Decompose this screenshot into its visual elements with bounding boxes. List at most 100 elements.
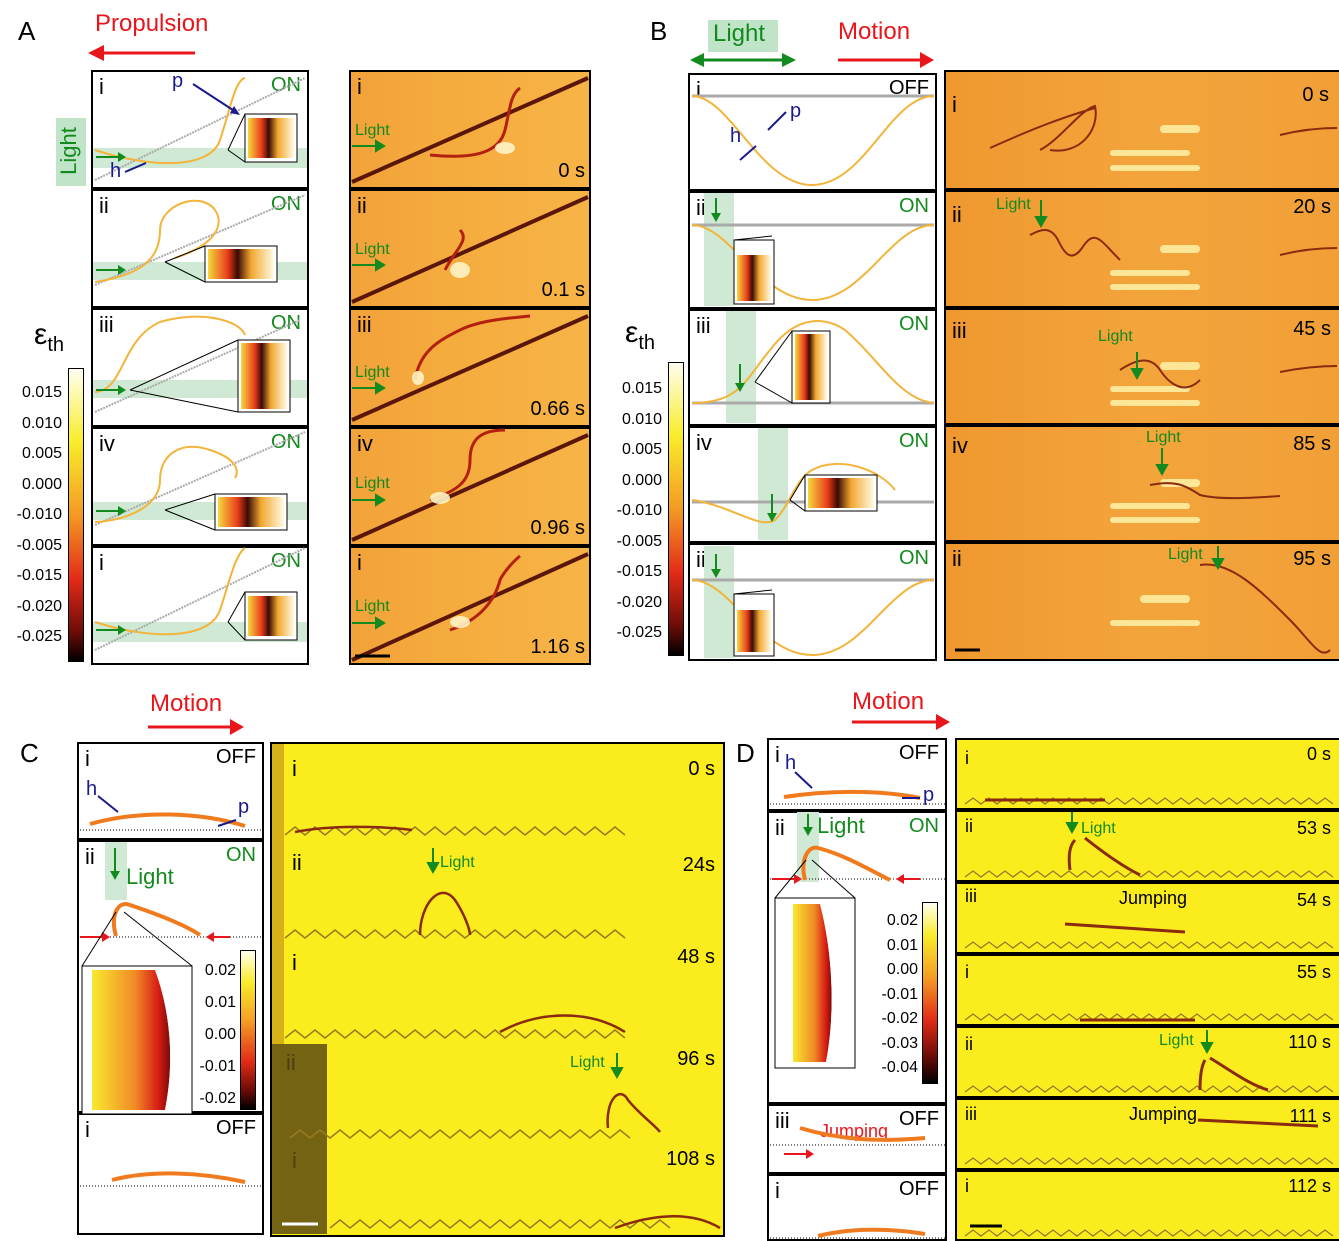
photo-c-3: i 48 s	[270, 942, 725, 1042]
tick: 0.02	[886, 912, 918, 929]
h-label-d: h	[785, 752, 797, 774]
roman-label: i	[965, 962, 969, 982]
time-label: 53 s	[1296, 818, 1331, 838]
time-label: 112 s	[1288, 1176, 1331, 1196]
time-label: 96 s	[677, 1048, 715, 1070]
jumping-label: Jumping	[1129, 1104, 1198, 1124]
time-label: 108 s	[666, 1148, 715, 1170]
colorbar-ticks-d: 0.02 0.01 0.00 -0.01 -0.02 -0.03 -0.04	[868, 912, 918, 1084]
time-label: 1.16 s	[530, 636, 585, 658]
time-label: 95 s	[1293, 548, 1331, 570]
roman-label: ii	[292, 850, 302, 875]
time-label: 54 s	[1296, 890, 1331, 910]
tick: -0.02	[199, 1090, 236, 1107]
time-label: 45 s	[1293, 318, 1331, 340]
colorbar-a	[68, 368, 84, 662]
photo-column-d: i 0 s ii Light 53 s iii Jumping 54 s i 5…	[955, 738, 1339, 1241]
state-label: ON	[899, 195, 929, 217]
roman-label: i	[696, 77, 701, 102]
roman-label: ii	[357, 193, 367, 218]
tick: 0.01	[886, 936, 918, 954]
motion-label-b: Motion	[838, 18, 911, 45]
epsilon-symbol: ε	[34, 318, 48, 351]
h-label-a: h	[110, 160, 122, 182]
state-label: OFF	[889, 77, 929, 99]
light-label: Light	[355, 241, 390, 258]
tick: 0.010	[621, 410, 662, 428]
tick: 0.005	[21, 445, 62, 462]
roman-label: ii	[965, 816, 973, 836]
tick: 0.000	[21, 475, 62, 493]
colorbar-ticks-b: 0.015 0.010 0.005 0.000 -0.010 -0.005 -0…	[600, 380, 662, 655]
roman-label: i	[85, 1117, 90, 1142]
time-label: 110 s	[1288, 1032, 1331, 1052]
jumping-label: Jumping	[1119, 888, 1188, 908]
light-label: Light	[355, 122, 390, 139]
time-label: 48 s	[677, 946, 715, 968]
tick: -0.01	[881, 985, 918, 1003]
tick: -0.010	[16, 506, 62, 523]
roman-label: ii	[99, 193, 109, 218]
p-label-d: p	[923, 784, 935, 806]
tick: -0.01	[199, 1058, 236, 1075]
roman-label: i	[965, 1176, 969, 1196]
roman-label: ii	[696, 195, 706, 220]
time-label: 0.96 s	[530, 517, 585, 539]
time-label: 0 s	[558, 160, 585, 182]
light-tag-a	[56, 118, 86, 186]
state-label: ON	[899, 313, 929, 335]
roman-label: ii	[952, 202, 962, 227]
state-label: ON	[271, 312, 301, 334]
photo-c-2: ii Light 24s	[270, 842, 725, 942]
p-label-c: p	[238, 796, 250, 818]
light-label: Light	[440, 854, 475, 871]
epsilon-symbol: ε	[625, 316, 639, 349]
panel-c-letter: C	[20, 738, 39, 768]
tick: -0.020	[16, 597, 62, 615]
photo-d-1: i 0 s	[955, 738, 1339, 810]
light-label: Light	[1168, 546, 1203, 563]
panel-d-letter: D	[736, 738, 755, 768]
sim-row-b-1: i OFF	[688, 73, 937, 191]
roman-label: ii	[965, 1034, 973, 1054]
roman-label: iv	[952, 433, 968, 458]
tick: 0.015	[621, 380, 662, 397]
colorbar-title-b: εth	[625, 316, 655, 355]
light-label: Light	[1081, 820, 1116, 837]
roman-label: iii	[965, 1104, 977, 1124]
propulsion-label: Propulsion	[95, 10, 209, 37]
tick: 0.015	[21, 384, 62, 401]
light-label-b: Light	[713, 20, 766, 47]
photo-d-6: iii Jumping 111 s	[955, 1098, 1339, 1170]
tick: 0.02	[204, 962, 236, 979]
time-label: 0 s	[688, 758, 715, 780]
time-label: 0 s	[1302, 84, 1329, 106]
state-label: OFF	[216, 1117, 256, 1139]
time-label: 24s	[682, 854, 715, 876]
roman-label: i	[99, 550, 104, 575]
photo-d-4: i 55 s	[955, 954, 1339, 1026]
time-label: 0.1 s	[541, 279, 585, 301]
photo-d-2: ii Light 53 s	[955, 810, 1339, 882]
colorbar-ticks-c: 0.02 0.01 0.00 -0.01 -0.02	[190, 962, 236, 1122]
light-tag-b	[708, 20, 778, 52]
tick: 0.01	[204, 994, 236, 1011]
photo-column-c: i 0 s ii Light 24s i 48 s ii Light 96 s …	[270, 742, 725, 1237]
state-label: ON	[899, 430, 929, 452]
state-label: OFF	[899, 1108, 939, 1130]
time-label: 55 s	[1296, 962, 1331, 982]
photo-c-4: ii Light 96 s	[270, 1042, 725, 1142]
motion-label-c: Motion	[150, 690, 223, 717]
roman-label: i	[292, 756, 297, 781]
panel-a-letter: A	[18, 16, 36, 46]
tick: -0.010	[616, 502, 662, 519]
photo-c-1: i 0 s	[270, 742, 725, 842]
